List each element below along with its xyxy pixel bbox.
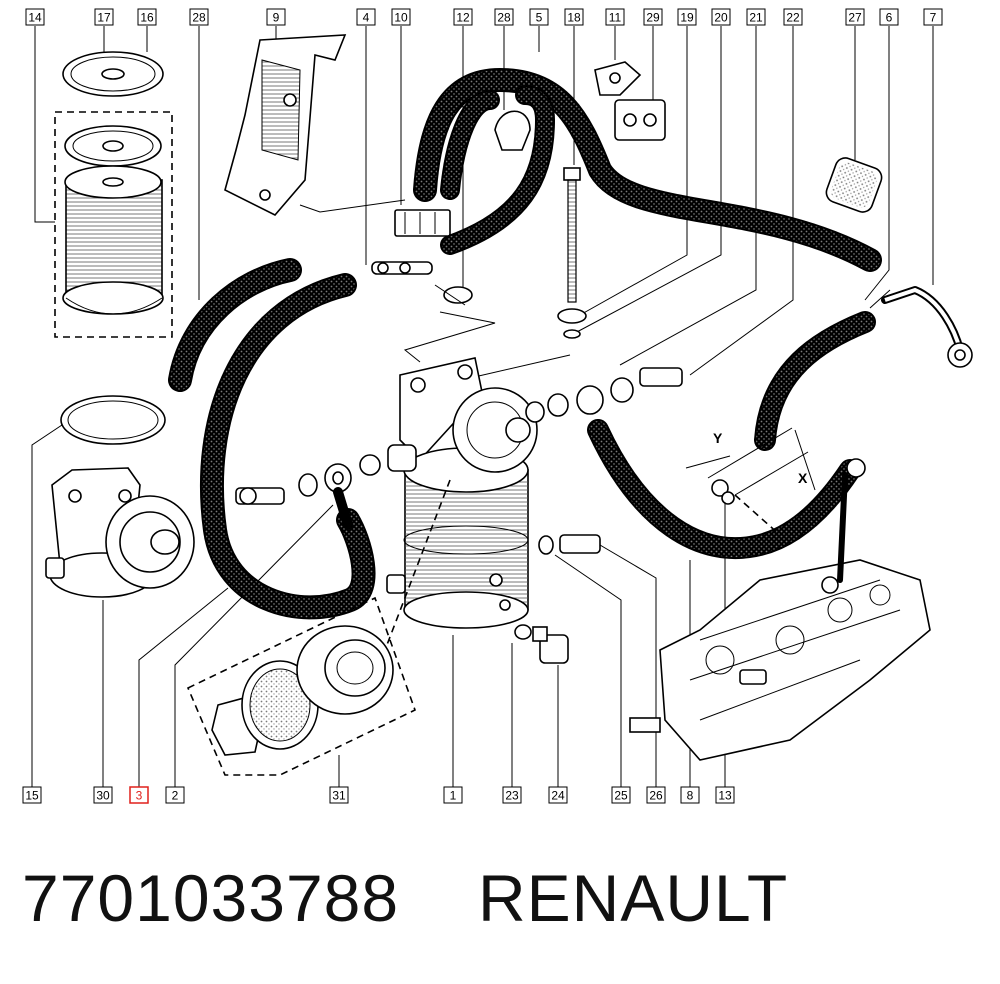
- callout-number: 18: [567, 11, 581, 25]
- callout-number: 23: [505, 789, 519, 803]
- callout-number: 12: [456, 11, 470, 25]
- callout-15: 15: [22, 786, 42, 804]
- callout-number: 20: [714, 11, 728, 25]
- callout-number: 3: [136, 789, 143, 803]
- callout-number: 25: [614, 789, 628, 803]
- callout-number: 2: [172, 789, 179, 803]
- callout-number: 28: [497, 11, 511, 25]
- callout-number: 13: [718, 789, 732, 803]
- callout-number: 1: [450, 789, 457, 803]
- long-bolt: [557, 167, 587, 339]
- injection-pump: Y X: [629, 427, 931, 761]
- return-pipe: [881, 286, 973, 368]
- callout-number: 11: [609, 11, 622, 25]
- hand-primer-kit: [186, 596, 416, 776]
- callout-number: 14: [28, 11, 42, 25]
- callout-number: 22: [786, 11, 800, 25]
- callout-number: 28: [192, 11, 206, 25]
- callout-1: 1: [443, 786, 463, 804]
- callout-19: 19: [677, 8, 697, 26]
- dimension-label-x: X: [798, 470, 808, 486]
- callout-17: 17: [94, 8, 114, 26]
- callout-number: 27: [848, 11, 862, 25]
- callout-number: 16: [140, 11, 154, 25]
- body-fittings: [235, 367, 683, 664]
- small-fittings: [371, 61, 666, 306]
- callout-number: 4: [363, 11, 370, 25]
- callout-number: 31: [332, 789, 346, 803]
- main-filter-housing: [384, 357, 538, 651]
- callout-4: 4: [356, 8, 376, 26]
- callout-29: 29: [643, 8, 663, 26]
- callout-number: 9: [273, 11, 280, 25]
- callout-25: 25: [611, 786, 631, 804]
- filter-cartridge-group: [54, 51, 173, 338]
- callout-16: 16: [137, 8, 157, 26]
- dimension-label-y: Y: [713, 430, 723, 446]
- callout-13: 13: [715, 786, 735, 804]
- callout-2: 2: [165, 786, 185, 804]
- brand-name: RENAULT: [478, 861, 789, 935]
- callout-5: 5: [529, 8, 549, 26]
- fuel-hoses: [168, 68, 883, 620]
- callout-18: 18: [564, 8, 584, 26]
- callout-number: 24: [551, 789, 565, 803]
- callout-8: 8: [680, 786, 700, 804]
- callout-11: 11: [605, 8, 625, 26]
- callout-number: 30: [96, 789, 110, 803]
- callout-12: 12: [453, 8, 473, 26]
- callout-28: 28: [494, 8, 514, 26]
- callout-number: 10: [394, 11, 408, 25]
- callout-21: 21: [746, 8, 766, 26]
- callout-30: 30: [93, 786, 113, 804]
- callout-14: 14: [25, 8, 45, 26]
- callout-20: 20: [711, 8, 731, 26]
- callout-number: 8: [687, 789, 694, 803]
- callout-number: 29: [646, 11, 660, 25]
- callout-9: 9: [266, 8, 286, 26]
- callout-number: 19: [680, 11, 694, 25]
- callout-6: 6: [879, 8, 899, 26]
- mounting-bracket: [224, 34, 347, 216]
- callout-23: 23: [502, 786, 522, 804]
- callout-22: 22: [783, 8, 803, 26]
- callout-number: 21: [749, 11, 763, 25]
- callout-26: 26: [646, 786, 666, 804]
- callout-number: 7: [930, 11, 937, 25]
- seal-ring: [60, 395, 166, 445]
- callout-7: 7: [923, 8, 943, 26]
- callout-28: 28: [189, 8, 209, 26]
- callout-10: 10: [391, 8, 411, 26]
- callout-3: 3: [129, 786, 149, 804]
- filter-head-left: [45, 467, 195, 598]
- callout-number: 26: [649, 789, 663, 803]
- callout-31: 31: [329, 786, 349, 804]
- callout-number: 15: [25, 789, 39, 803]
- callout-27: 27: [845, 8, 865, 26]
- callout-number: 5: [536, 11, 543, 25]
- part-number: 7701033788: [22, 861, 400, 935]
- callout-number: 17: [97, 11, 111, 25]
- callout-number: 6: [886, 11, 893, 25]
- callout-24: 24: [548, 786, 568, 804]
